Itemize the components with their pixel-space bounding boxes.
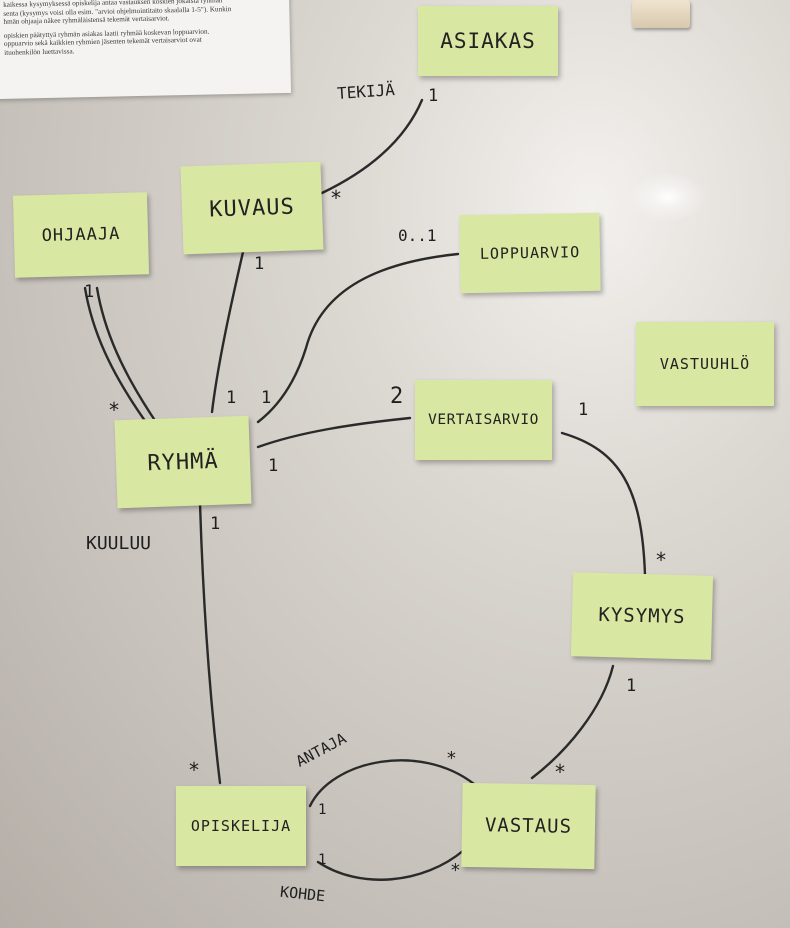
line-vertaisarvio-kysymys (560, 431, 647, 577)
entity-ryhma[interactable]: RYHMÄ (114, 415, 252, 509)
entity-vertaisarvio[interactable]: VERTAISARVIO (415, 380, 552, 460)
line-kuvaus-ryhma (210, 250, 245, 414)
line-ohjaaja-ryhma-b (95, 286, 160, 427)
multiplicity-vastaus-kysymys: * (554, 760, 567, 784)
multiplicity-ryhma-opiskelija: 1 (210, 514, 221, 534)
multiplicity-kysymys-vertaisarvio: * (655, 548, 668, 572)
entity-kuvaus[interactable]: KUVAUS (180, 161, 324, 255)
entity-vastaus[interactable]: VASTAUS (461, 782, 596, 870)
light-reflection (628, 172, 708, 222)
line-antaja (308, 759, 476, 808)
entity-opiskelija[interactable]: OPISKELIJA (176, 786, 306, 866)
multiplicity-kysymys-vastaus: 1 (626, 676, 637, 696)
multiplicity-kuvaus-ryhma: 1 (254, 254, 265, 274)
wooden-magnet (632, 0, 690, 28)
entity-asiakas[interactable]: ASIAKAS (418, 6, 558, 76)
entity-vastuuhlo[interactable]: VASTUUHLÖ (636, 322, 774, 406)
multiplicity-vertaisarvio-ryhma: 2 (390, 384, 404, 409)
line-loppuarvio-ryhma (256, 252, 460, 424)
relation-tekija-label: TEKIJÄ (336, 80, 396, 103)
entity-ohjaaja[interactable]: OHJAAJA (12, 192, 150, 278)
multiplicity-vastaus-kohde: * (450, 860, 461, 881)
multiplicity-ohjaaja-ryhma: 1 (84, 282, 95, 302)
multiplicity-ryhma-vertaisarvio: 1 (268, 456, 279, 476)
entity-loppuarvio[interactable]: LOPPUARVIO (459, 212, 601, 294)
multiplicity-ryhma-loppuarvio: 1 (261, 388, 272, 408)
line-ryhma-vertaisarvio (256, 416, 412, 449)
multiplicity-ryhma-kuvaus: 1 (226, 388, 237, 408)
multiplicity-opiskelija-kohde: 1 (318, 852, 327, 868)
multiplicity-loppuarvio: 0..1 (398, 226, 437, 245)
line-ryhma-opiskelija (198, 501, 222, 785)
entity-kysymys[interactable]: KYSYMYS (570, 572, 714, 660)
line-kysymys-vastaus (530, 664, 615, 780)
multiplicity-kuvaus-asiakas: * (330, 186, 343, 210)
multiplicity-opiskelija-antaja: 1 (318, 802, 327, 818)
line-kohde (316, 848, 466, 881)
multiplicity-vertaisarvio-kysymys: 1 (578, 400, 589, 420)
multiplicity-ryhma-ohjaaja: * (108, 398, 121, 422)
line-kuvaus-asiakas (320, 98, 424, 195)
multiplicity-asiakas-tekija: 1 (428, 86, 439, 106)
relation-kuuluu-label: KUULUU (86, 533, 152, 554)
multiplicity-opiskelija-ryhma: * (188, 758, 201, 782)
line-ohjaaja-ryhma-a (83, 286, 150, 427)
multiplicity-vastaus-antaja: * (446, 748, 457, 769)
